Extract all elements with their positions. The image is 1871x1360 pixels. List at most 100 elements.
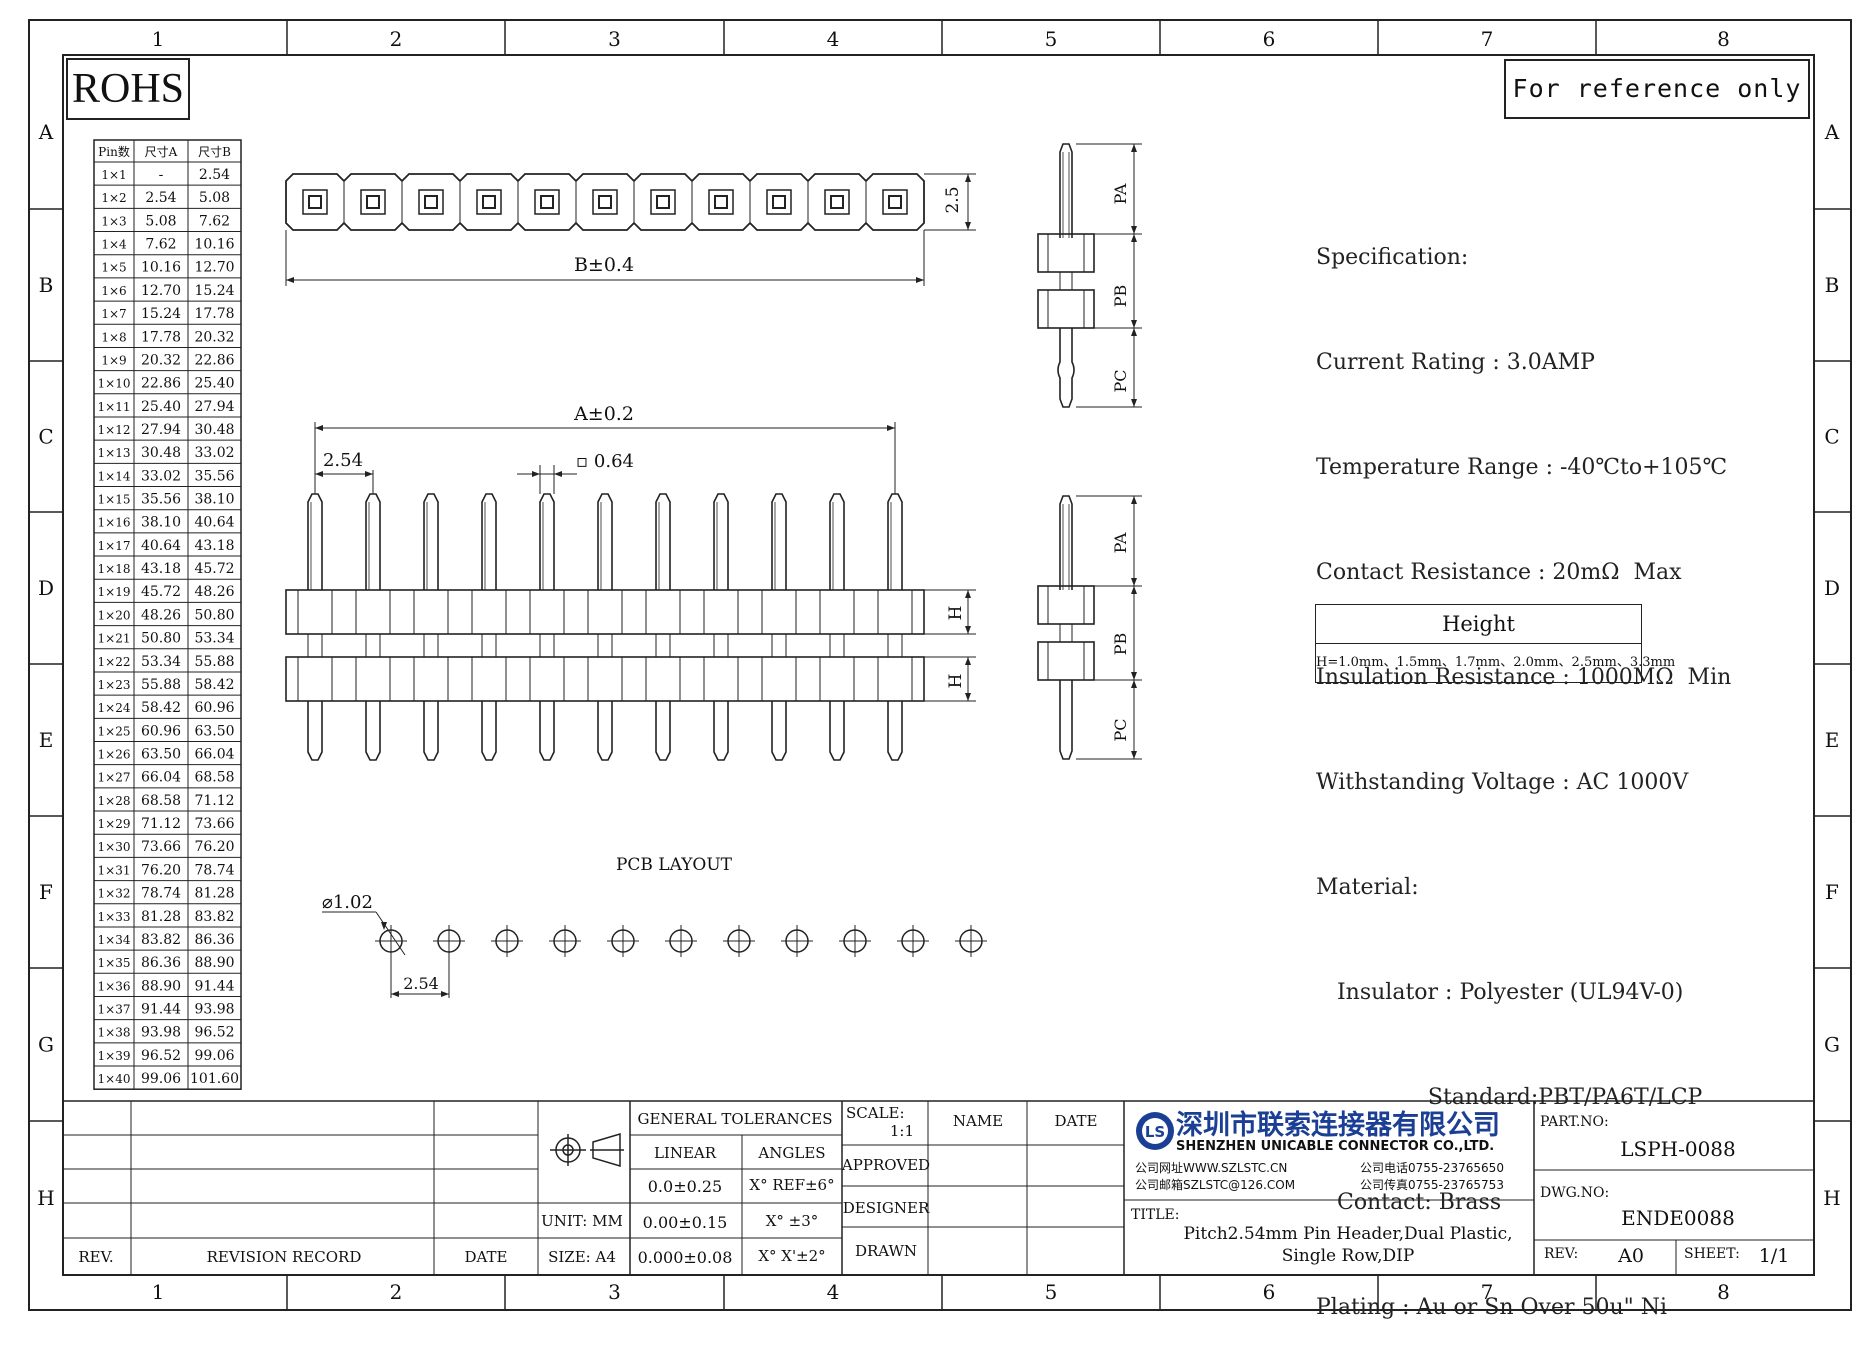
arrowhead: [965, 693, 971, 701]
pin-lower: [481, 701, 497, 761]
pin-table-cell: 27.94: [141, 422, 181, 438]
pin-square: [302, 189, 328, 215]
third-angle-projection-icon: [550, 1132, 624, 1168]
pin-square: [824, 189, 850, 215]
pin-inner: [830, 195, 844, 209]
pin-table-cell: -: [159, 167, 164, 183]
pin-lower: [829, 701, 845, 761]
pin-inner: [482, 195, 496, 209]
arrowhead: [1131, 496, 1137, 504]
pin-table-cell: 96.52: [141, 1048, 181, 1064]
zone-column-label: 1: [152, 1280, 165, 1304]
unit-label: UNIT: MM: [541, 1212, 623, 1230]
arrowhead: [916, 277, 924, 283]
pin-table-cell: 48.26: [194, 584, 234, 600]
side-pb-label-1: PB: [1111, 285, 1130, 308]
date-header: DATE: [465, 1248, 508, 1266]
pin-square: [360, 189, 386, 215]
part-no-label: PART.NO:: [1540, 1114, 1609, 1130]
zone-row-label: D: [1824, 576, 1840, 600]
pin-table-cell: 35.56: [141, 492, 181, 508]
side-view-bottom: [1037, 495, 1142, 760]
spec-line: Specification:: [1316, 245, 1469, 270]
approved-label: APPROVED: [841, 1156, 930, 1174]
pin-table-cell: 1×8: [101, 330, 126, 344]
side-pin-lower: [1057, 328, 1075, 408]
arrowhead: [1131, 320, 1137, 328]
arrowhead: [532, 471, 540, 477]
pin-table-cell: 83.82: [194, 909, 234, 925]
pin-table-cell: 1×10: [98, 377, 131, 391]
spec-line: Withstanding Voltage : AC 1000V: [1316, 770, 1689, 795]
pin-lower: [307, 701, 323, 761]
pin-table-cell: 25.40: [141, 399, 181, 415]
outer-border: [28, 19, 1852, 1311]
pin-table-cell: 50.80: [141, 631, 181, 647]
company-logo: LS: [1136, 1112, 1174, 1150]
pin-table-cell: 1×27: [98, 771, 131, 785]
pin-table-cell: 66.04: [141, 770, 181, 786]
top-length-label: B±0.4: [574, 254, 634, 276]
plastic-body-2: [285, 656, 925, 702]
revision-record-header: REVISION RECORD: [207, 1248, 362, 1266]
pin-upper: [597, 493, 613, 590]
pin-square: [766, 189, 792, 215]
arrowhead: [381, 922, 387, 930]
side-body-1: [1037, 585, 1095, 625]
specification-block: Specification: Current Rating : 3.0AMP T…: [1316, 170, 1731, 1360]
pin-table-cell: 20.32: [194, 329, 234, 345]
pin-table-cell: 60.96: [141, 723, 181, 739]
body-segment: [529, 656, 565, 702]
arrowhead: [315, 471, 323, 477]
zone-column-label: 7: [1481, 1280, 1494, 1304]
pin-upper: [481, 493, 497, 590]
linear-value-1: 0.0±0.25: [648, 1177, 722, 1196]
pcb-pitch-label: 2.54: [403, 974, 439, 993]
pin-table-cell: 1×31: [98, 863, 131, 877]
zone-column-label: 5: [1045, 27, 1058, 51]
pin-table-cell: 1×29: [98, 817, 131, 831]
arrowhead: [441, 991, 449, 997]
front-view: [285, 422, 976, 761]
pin-table-cell: 12.70: [141, 283, 181, 299]
pcb-layout: [322, 911, 987, 998]
spec-line: Current Rating : 3.0AMP: [1316, 350, 1595, 375]
pin-table-cell: 20.32: [141, 352, 181, 368]
side-pin-upper: [1059, 143, 1073, 238]
pin-upper: [771, 493, 787, 590]
body-segment: [819, 589, 855, 635]
pin-table-cell: 1×11: [98, 400, 131, 414]
body-segment: [413, 656, 449, 702]
height-options-box: Height H=1.0mm、1.5mm、1.7mm、2.0mm、2.5mm、3…: [1315, 604, 1676, 683]
rev-value: A0: [1617, 1245, 1644, 1267]
company-fax: 公司传真0755-23765753: [1360, 1177, 1504, 1192]
side-view-top: [1037, 143, 1142, 408]
pin-table-cell: 1×20: [98, 608, 131, 622]
pin-upper: [829, 493, 845, 590]
zone-column-label: 8: [1717, 27, 1730, 51]
side-body-2-inner: [1047, 289, 1085, 329]
pin-table-cell: 1×19: [98, 585, 131, 599]
pin-table-cell: 1×40: [98, 1072, 131, 1086]
body-segment: [297, 589, 333, 635]
zone-column-label: 6: [1263, 1280, 1276, 1304]
pin-table-cell: 1×22: [98, 655, 131, 669]
side-body-2-inner: [1047, 641, 1085, 681]
spec-line: Plating : Au or Sn Over 50u" Ni: [1316, 1295, 1668, 1320]
side-body-2: [1037, 289, 1095, 329]
zone-column-label: 5: [1045, 1280, 1058, 1304]
pin-table-cell: 1×33: [98, 910, 131, 924]
plastic-body-1: [285, 589, 925, 635]
pin-inner: [366, 195, 380, 209]
arrowhead: [391, 991, 399, 997]
height-values: H=1.0mm、1.5mm、1.7mm、2.0mm、2.5mm、3.3mm: [1316, 655, 1676, 670]
pin-table-cell: 1×7: [101, 307, 126, 321]
side-pb-label-2: PB: [1111, 633, 1130, 656]
zone-row-label: E: [39, 728, 54, 752]
company-name-cn: 深圳市联索连接器有限公司: [1176, 1109, 1500, 1141]
size-label: SIZE: A4: [548, 1248, 616, 1266]
arrowhead: [1131, 144, 1137, 152]
pin-table-cell: 1×21: [98, 632, 131, 646]
pin-table-border: [93, 139, 242, 1090]
arrowhead: [1131, 578, 1137, 586]
